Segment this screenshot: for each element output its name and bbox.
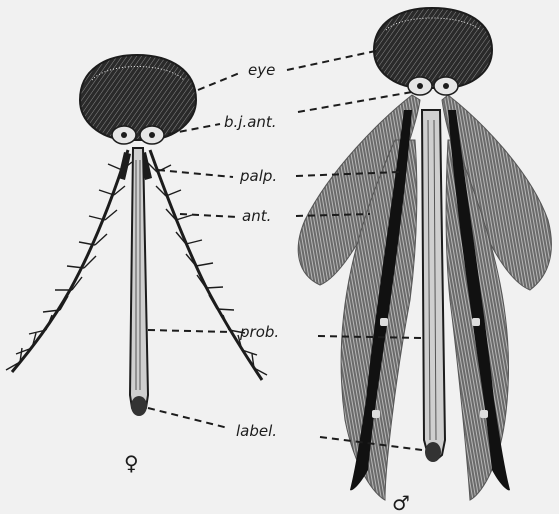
label-label: label. (236, 422, 277, 440)
label-prob: prob. (239, 323, 279, 341)
male-proboscis (422, 110, 445, 460)
female-eye (80, 55, 196, 140)
leader-eye (198, 72, 242, 90)
female-head (6, 55, 267, 416)
leader-label (148, 408, 228, 428)
female-left-antenna (6, 150, 132, 372)
male-symbol: ♂ (392, 491, 410, 514)
label-eye: eye (248, 61, 275, 79)
label-ant: ant. (242, 207, 271, 225)
label-bj-ant: b.j.ant. (224, 113, 277, 131)
leader-eye (287, 50, 380, 70)
leader-prob (318, 336, 422, 338)
male-head (298, 8, 551, 500)
male-labella (425, 442, 441, 462)
female-symbol: ♀ (124, 451, 139, 475)
label-palp: palp. (239, 167, 277, 185)
female-palp (118, 152, 131, 180)
female-proboscis (130, 148, 148, 412)
male-eye (374, 8, 492, 88)
leader-prob (148, 330, 230, 332)
leader-palp (158, 170, 233, 177)
female-labella (131, 396, 147, 416)
